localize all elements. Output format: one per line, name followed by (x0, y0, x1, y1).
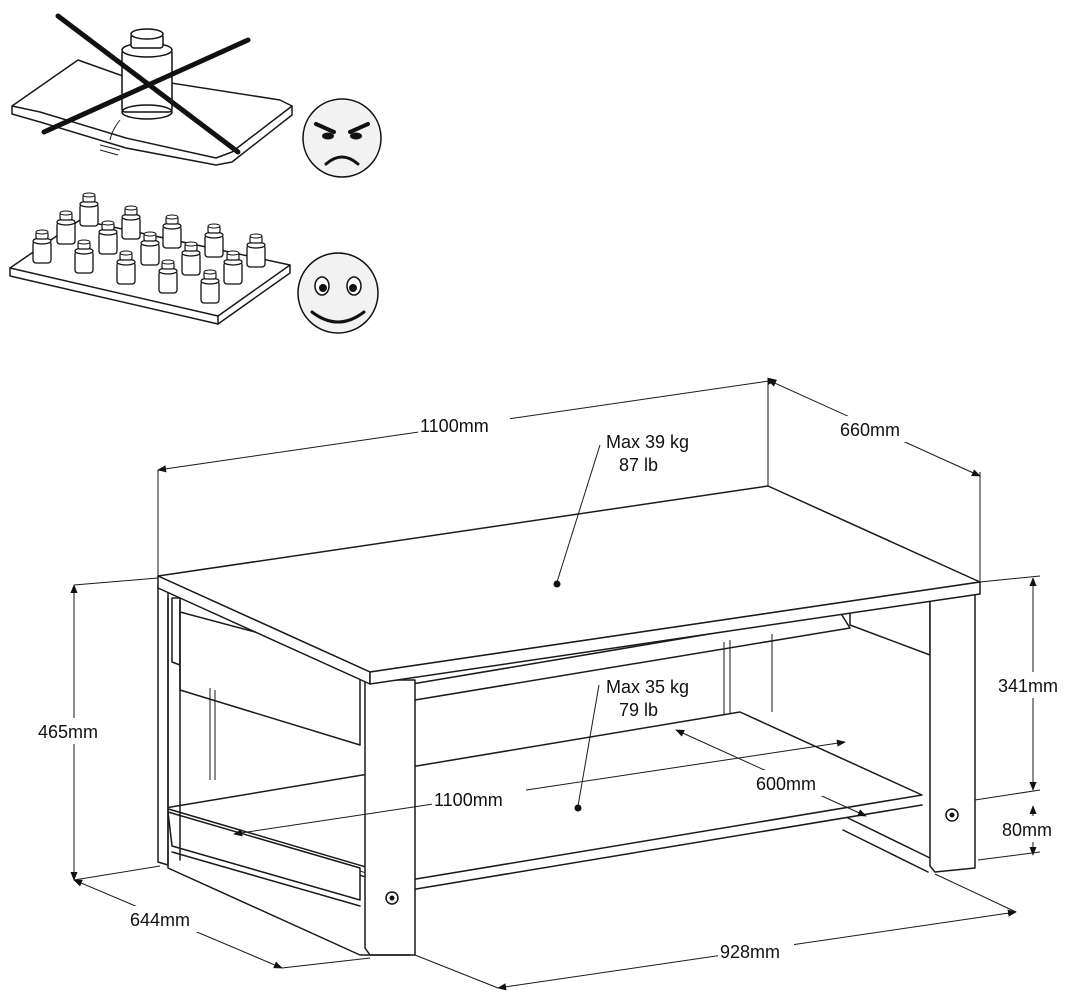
top-load-kg-label: Max 39 kg (606, 432, 689, 452)
base-depth-label: 644mm (130, 910, 190, 930)
angry-face-icon (302, 98, 382, 178)
total-height-label: 465mm (38, 722, 98, 742)
top-load-lb-label: 87 lb (619, 455, 658, 475)
top-depth-label: 660mm (840, 420, 900, 440)
top-width-label: 1100mm (420, 416, 489, 436)
happy-face-icon (297, 252, 379, 334)
upper-height-label: 341mm (998, 676, 1058, 696)
shelf-depth-label: 600mm (756, 774, 816, 794)
shelf-load-lb-label: 79 lb (619, 700, 658, 720)
labels: 1100mm 660mm 465mm 341mm 80mm 644mm 928m… (38, 416, 1058, 962)
base-width-label: 928mm (720, 942, 780, 962)
label-backgrounds (38, 412, 1073, 964)
cross-mark-icon (41, 13, 251, 155)
shelf-clearance-label: 80mm (1002, 820, 1052, 840)
correct-load-illustration (9, 192, 379, 334)
shelf-load-kg-label: Max 35 kg (606, 677, 689, 697)
wrong-load-illustration (11, 13, 382, 178)
coffee-table-drawing (157, 485, 981, 956)
single-heavy-weight (121, 28, 173, 120)
shelf-width-label: 1100mm (434, 790, 503, 810)
